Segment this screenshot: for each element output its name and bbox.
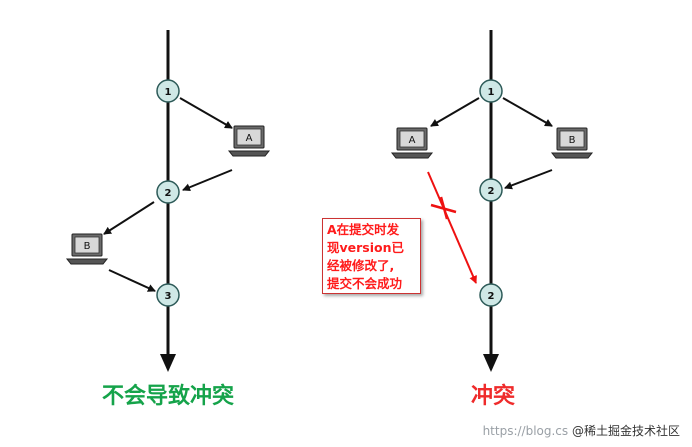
note-line: 现version已 (327, 240, 405, 255)
node-right-1: 1 (479, 79, 503, 103)
laptop-icon: B (65, 233, 109, 265)
node-left-3: 3 (156, 283, 180, 307)
svg-text:B: B (569, 135, 576, 146)
conflict-arrow (427, 171, 477, 284)
watermark-brand: @稀土掘金技术社区 (571, 424, 680, 438)
conflict-caption: 冲突 (470, 384, 515, 409)
left-arrows (103, 97, 233, 292)
svg-text:A: A (409, 135, 416, 146)
note-line: 经被修改了, (327, 258, 395, 273)
watermark-url: https://blog.cs (482, 424, 569, 438)
laptop-icon: A (390, 127, 434, 159)
right-arrows (430, 97, 553, 190)
svg-text:3: 3 (165, 291, 172, 302)
no-conflict-caption: 不会导致冲突 (101, 384, 234, 409)
svg-text:2: 2 (165, 188, 172, 199)
svg-text:2: 2 (488, 186, 495, 197)
node-left-2: 2 (156, 180, 180, 204)
node-right-2: 2 (479, 178, 503, 202)
watermark: https://blog.cs @稀土掘金技术社区 (483, 422, 680, 439)
svg-text:A: A (246, 133, 253, 144)
laptop-icon: A (227, 125, 271, 157)
conflict-note: A在提交时发 现version已 经被修改了, 提交不会成功 (322, 218, 421, 294)
note-line: 提交不会成功 (327, 276, 403, 291)
node-right-3: 2 (479, 283, 503, 307)
node-left-1: 1 (156, 79, 180, 103)
svg-text:1: 1 (165, 87, 172, 98)
note-line: A在提交时发 (327, 222, 400, 237)
laptop-icon: B (550, 127, 594, 159)
svg-text:2: 2 (488, 291, 495, 302)
svg-text:1: 1 (488, 87, 495, 98)
svg-text:B: B (84, 241, 91, 252)
